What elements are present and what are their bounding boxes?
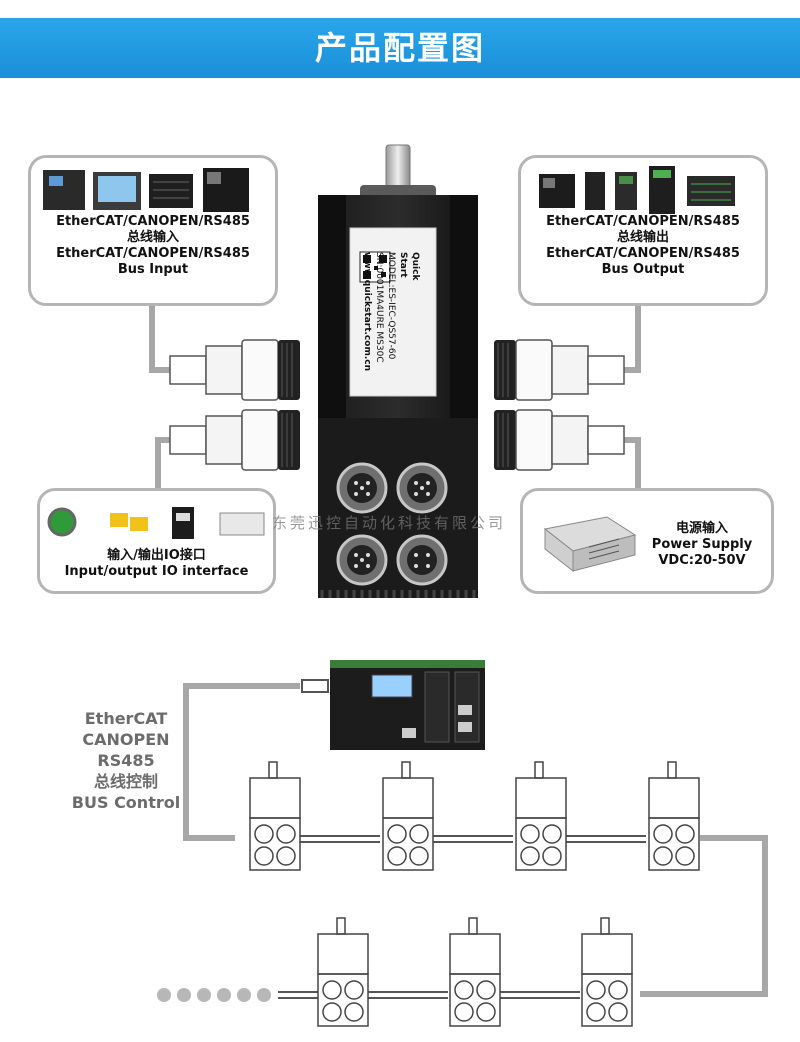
motor-serial: SN:0001MA4URE MS30C (374, 252, 384, 363)
bus-input-line-3: EtherCAT/CANOPEN/RS485 (56, 246, 250, 261)
power-line-3: VDC:20-50V (658, 553, 746, 568)
dot (217, 988, 231, 1002)
dot (177, 988, 191, 1002)
motor-brand-bottom: Start (398, 252, 408, 278)
motor-model: MODEL:ES-IEC-QS57-60 (386, 252, 396, 360)
connector-right-top (494, 339, 625, 401)
dot (237, 988, 251, 1002)
bus-output-line-3: EtherCAT/CANOPEN/RS485 (546, 246, 740, 261)
connector-left-top (169, 339, 300, 401)
io-line-1: 输入/输出IO接口 (107, 548, 206, 563)
bus-output-line-1: EtherCAT/CANOPEN/RS485 (546, 214, 740, 229)
bus-control-line-1: EtherCAT (84, 709, 168, 728)
power-line-1: 电源输入 (675, 521, 728, 536)
bus-control-label: EtherCAT CANOPEN RS485 总线控制 BUS Control (70, 708, 182, 813)
motor-outline-row2 (317, 917, 633, 1027)
bus-output-line-4: Bus Output (601, 262, 685, 277)
dot (197, 988, 211, 1002)
bus-input-line-1: EtherCAT/CANOPEN/RS485 (56, 214, 250, 229)
motor-outline-row1 (249, 761, 700, 871)
watermark-text: 东莞迅控自动化科技有限公司 (272, 514, 507, 532)
bus-output-line-2: 总线输出 (616, 230, 669, 245)
page-title: 产品配置图 (314, 29, 485, 67)
motor-main (318, 144, 478, 598)
io-devices (47, 507, 265, 539)
bus-input-box: EtherCAT/CANOPEN/RS485 总线输入 EtherCAT/CAN… (28, 155, 278, 306)
io-line-2: Input/output IO interface (64, 564, 249, 579)
bus-input-devices (43, 168, 249, 212)
motor-brand-top: Quick (410, 252, 420, 281)
dot (257, 988, 271, 1002)
power-supply-box: 电源输入 Power Supply VDC:20-50V (520, 488, 774, 594)
power-supply-icon (543, 516, 637, 573)
connector-left-bottom (169, 409, 300, 471)
connector-right-bottom (494, 409, 625, 471)
bus-output-devices (539, 166, 735, 214)
bus-output-box: EtherCAT/CANOPEN/RS485 总线输出 EtherCAT/CAN… (518, 155, 768, 306)
bus-input-line-2: 总线输入 (126, 230, 179, 245)
bus-control-line-3: RS485 (97, 751, 155, 770)
header-bar (0, 18, 800, 78)
power-line-2: Power Supply (651, 537, 753, 552)
header-banner: 产品配置图 (0, 0, 800, 78)
bus-chain-cable (183, 683, 768, 997)
bus-chain-links (278, 679, 646, 999)
bus-control-line-2: CANOPEN (82, 730, 170, 749)
bus-control-line-5: BUS Control (71, 793, 181, 812)
plc-controller (330, 660, 485, 750)
bus-control-line-4: 总线控制 (93, 772, 158, 791)
motor-website: www.quickstart.com.cn (362, 252, 372, 371)
io-interface-box: 输入/输出IO接口 Input/output IO interface (37, 488, 276, 594)
dot (157, 988, 171, 1002)
bus-input-line-4: Bus Input (117, 262, 189, 277)
motor-sockets (336, 462, 448, 586)
